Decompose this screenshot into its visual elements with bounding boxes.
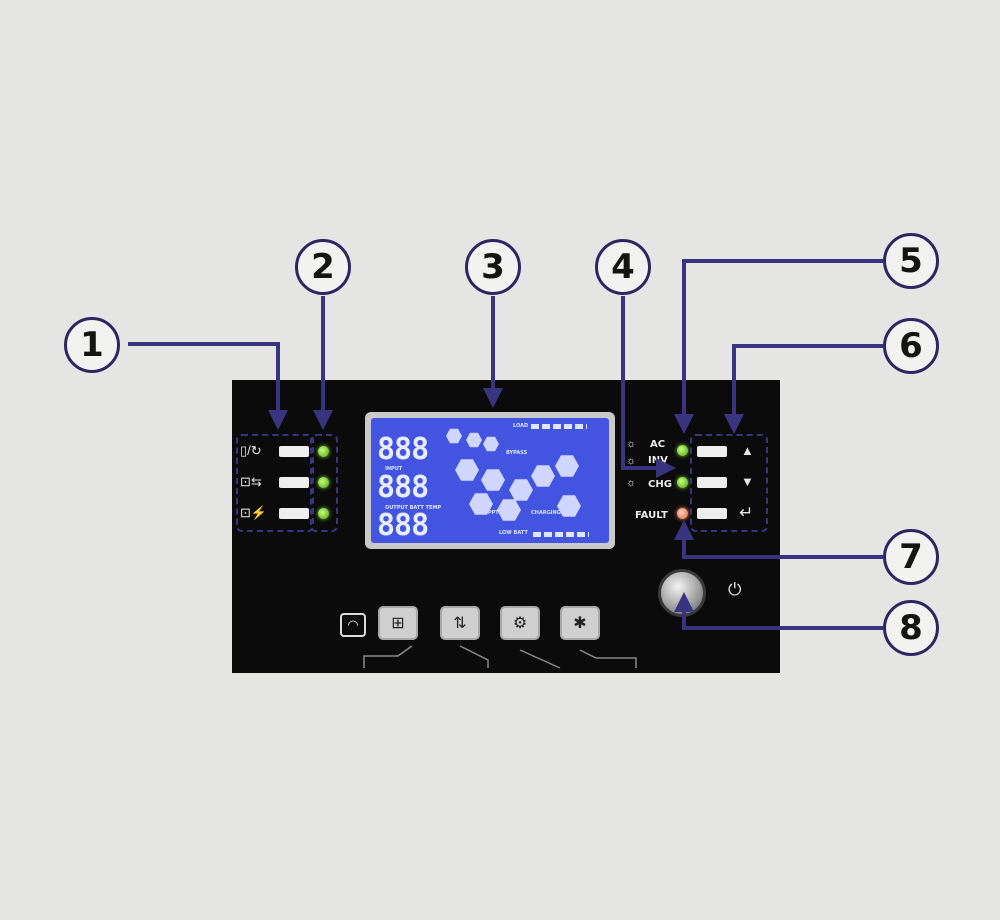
sun-icon-ac: ☼	[626, 438, 637, 450]
load-bar-segments	[531, 424, 587, 429]
hex-icon-9	[469, 493, 493, 515]
lcd-label-mppt: MPPT	[483, 510, 499, 516]
left-button-group	[236, 434, 314, 532]
hex-icon-7	[531, 465, 555, 487]
callout-3: 3	[465, 239, 521, 295]
sun-icon-inv: ☼	[626, 455, 637, 467]
hex-icon-4	[455, 459, 479, 481]
solar-source-icon: ⊡⇆	[240, 474, 262, 489]
lcd-label-input: INPUT	[385, 466, 403, 472]
battery-bar-segments	[533, 532, 589, 537]
lcd-label-low-batt: LOW BATT	[499, 530, 528, 536]
led-left-2	[318, 477, 329, 488]
lcd-label-bypass: BYPASS	[506, 450, 528, 456]
callout-2: 2	[295, 239, 351, 295]
callout-6: 6	[883, 318, 939, 374]
hex-icon-5	[481, 469, 505, 491]
hex-icon-1	[446, 428, 462, 444]
led-chg	[677, 477, 688, 488]
label-fault: FAULT	[635, 510, 668, 521]
lcd-digits-bot: 888	[377, 508, 429, 543]
lcd-digits-top: 888	[377, 432, 429, 467]
led-ac-inv	[677, 445, 688, 456]
lcd-label-load: LOAD	[513, 423, 529, 429]
callout-7: 7	[883, 529, 939, 585]
label-chg: CHG	[648, 479, 672, 490]
led-left-3	[318, 508, 329, 519]
lcd-digits-mid: 888	[377, 470, 429, 505]
lcd-display: 888 888 888 INPUT OUTPUT BATT TEMP LOAD …	[365, 412, 615, 549]
button-enter[interactable]	[697, 508, 727, 519]
down-arrow-icon: ▼	[741, 474, 754, 489]
bottom-icon-battery-type: ⚙	[500, 606, 540, 640]
label-ac: AC	[650, 439, 666, 450]
button-battery-priority[interactable]	[279, 508, 309, 519]
enter-icon: ↵	[739, 503, 754, 522]
led-left-1	[318, 446, 329, 457]
button-down[interactable]	[697, 477, 727, 488]
up-arrow-icon: ▲	[741, 443, 754, 458]
bottom-icon-display-settings: ✱	[560, 606, 600, 640]
bottom-icon-transfer: ⇅	[440, 606, 480, 640]
lcd-label-output: OUTPUT BATT TEMP	[385, 505, 442, 511]
label-inv: INV	[648, 455, 668, 466]
hex-icon-2	[466, 432, 482, 448]
bottom-icon-generator: ⊞	[378, 606, 418, 640]
wifi-icon: ◠	[340, 613, 366, 637]
callout-8: 8	[883, 600, 939, 656]
button-solar-priority[interactable]	[279, 477, 309, 488]
callout-4: 4	[595, 239, 651, 295]
button-up[interactable]	[697, 446, 727, 457]
hex-icon-11	[557, 495, 581, 517]
power-icon: ⏻	[728, 580, 742, 599]
power-button[interactable]	[658, 569, 706, 617]
power-cycle-icon: ▯/↻	[240, 443, 262, 458]
hex-icon-6	[509, 479, 533, 501]
sun-icon-chg: ☼	[626, 477, 637, 489]
callout-5: 5	[883, 233, 939, 289]
callout-1: 1	[64, 317, 120, 373]
battery-source-icon: ⊡⚡	[240, 505, 268, 520]
hex-icon-8	[555, 455, 579, 477]
button-output-priority[interactable]	[279, 446, 309, 457]
hex-icon-10	[497, 499, 521, 521]
left-led-group	[310, 434, 338, 532]
hex-icon-3	[483, 436, 499, 452]
lcd-label-charging: CHARGING	[531, 510, 561, 516]
led-fault	[677, 508, 688, 519]
